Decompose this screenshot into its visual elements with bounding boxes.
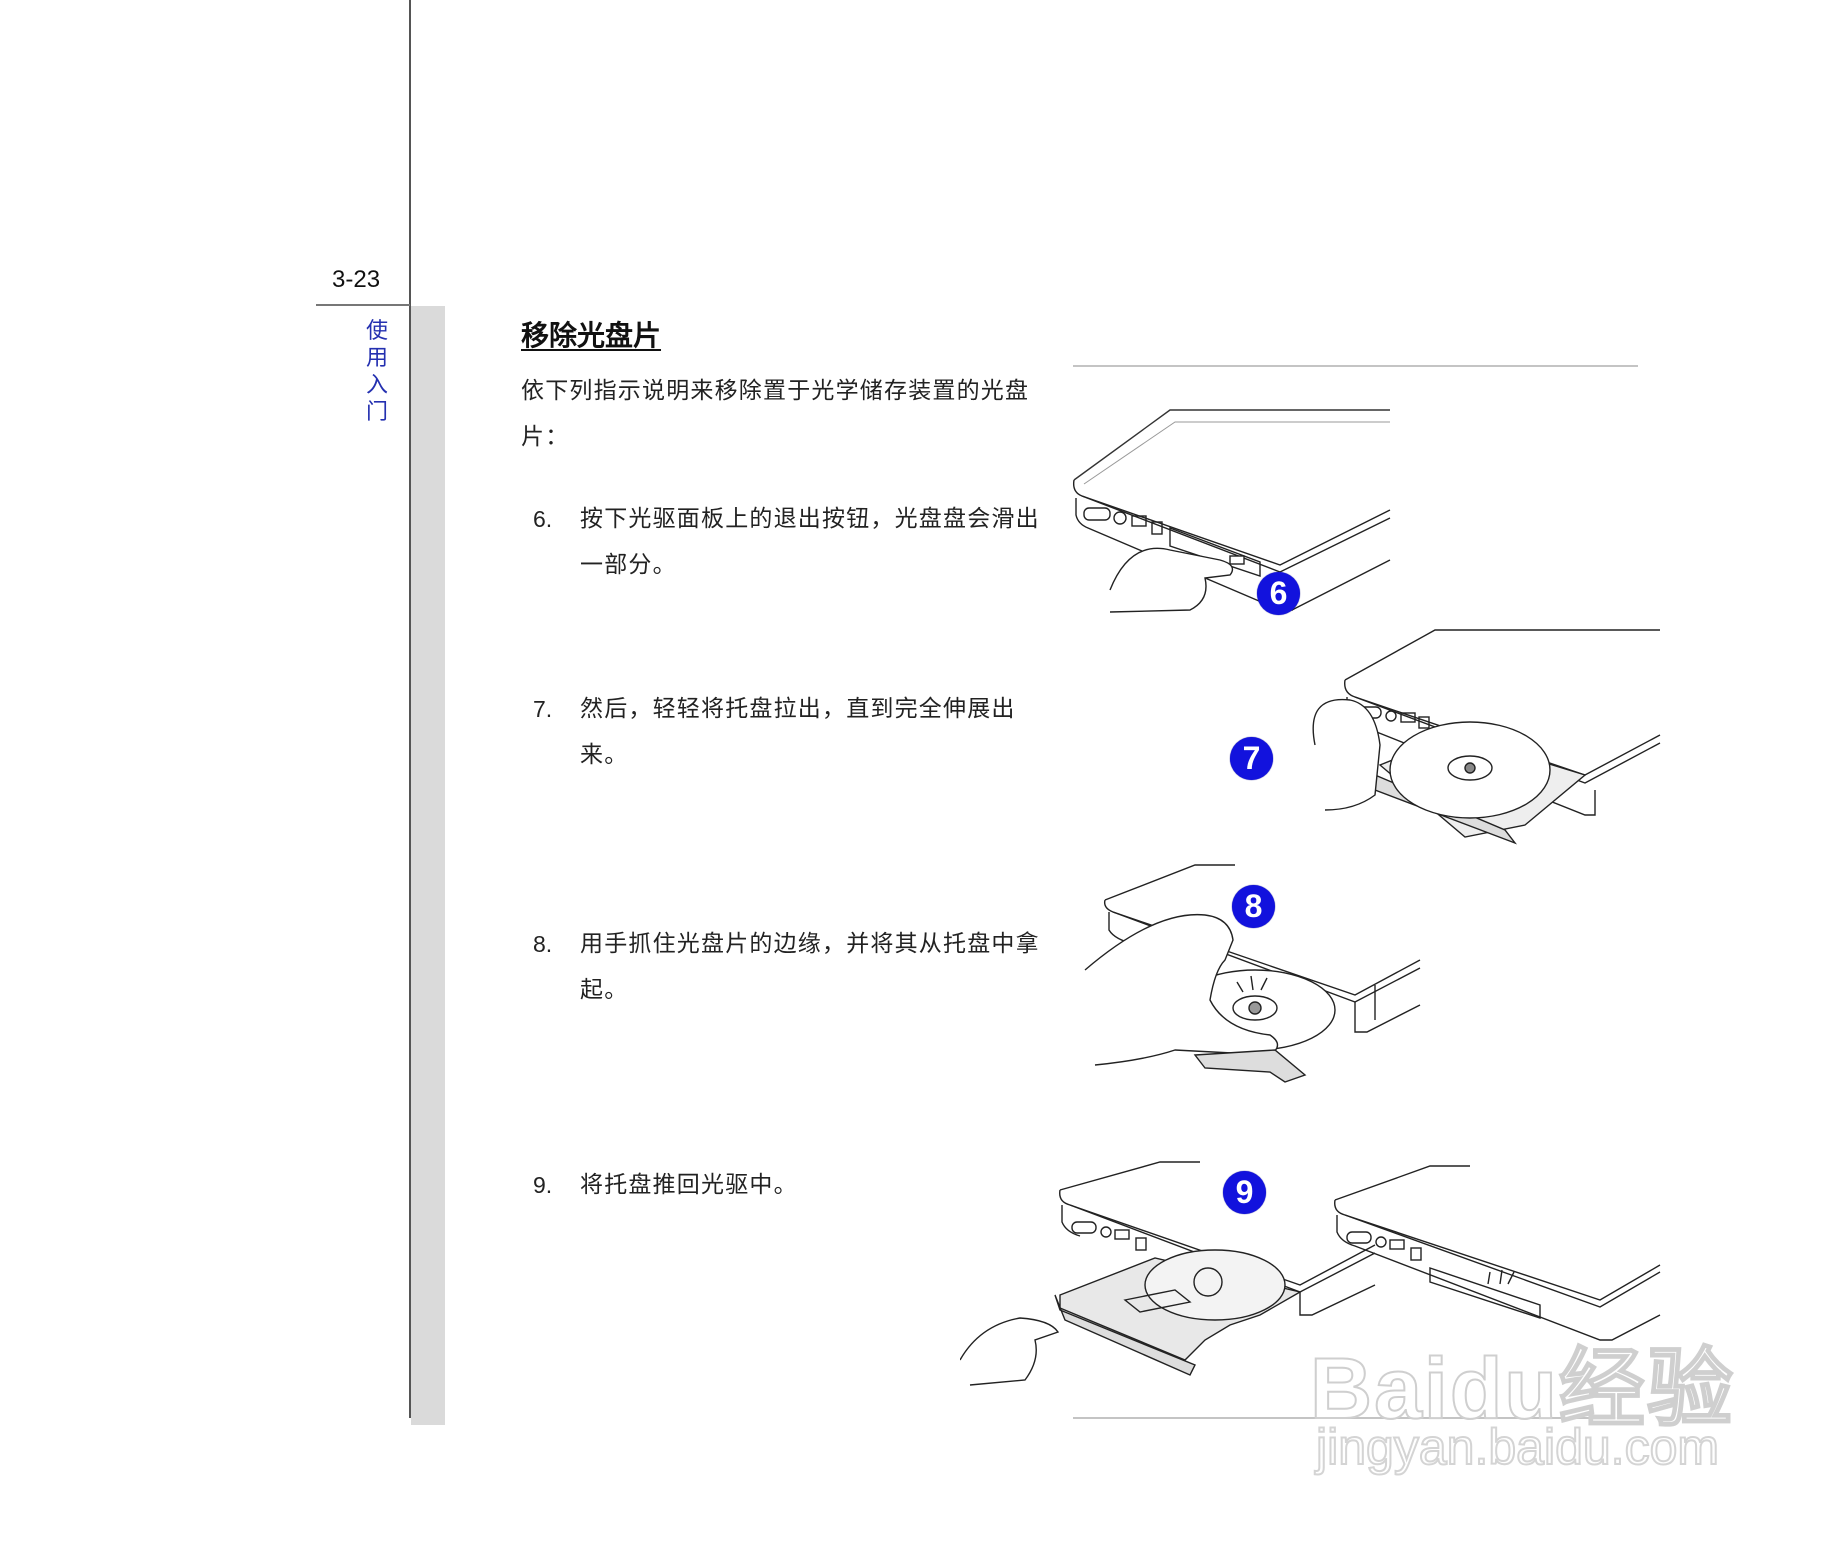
figure-bottom-rule (1073, 1417, 1638, 1419)
section-title: 移除光盘片 (521, 319, 662, 352)
chapter-label-vertical: 使 用 入 门 (364, 318, 390, 426)
step-text: 按下光驱面板上的退出按钮，光盘盘会滑出一部分。 (580, 506, 1040, 578)
laptop-tray-pull-illustration (1312, 629, 1661, 845)
chapter-char: 用 (365, 346, 388, 371)
step-number: 9. (533, 1172, 553, 1198)
step-badge-7: 7 (1230, 737, 1273, 780)
chapter-char: 入 (365, 373, 388, 398)
baidu-watermark-url: jingyan.baidu.com (1315, 1418, 1720, 1476)
step-text: 用手抓住光盘片的边缘，并将其从托盘中拿起。 (580, 931, 1040, 1003)
sidebar-gray-bar (411, 306, 445, 1425)
chapter-char: 使 (365, 319, 388, 344)
laptop-push-tray-illustration (960, 1161, 1661, 1386)
step-badge-8: 8 (1232, 885, 1275, 928)
step-number: 7. (533, 696, 553, 722)
page-number-underline (316, 304, 410, 306)
step-badge-6: 6 (1257, 572, 1300, 615)
page-number: 3-23 (332, 266, 381, 293)
step-number: 8. (533, 931, 553, 957)
section-intro: 依下列指示说明来移除置于光学储存装置的光盘片： (521, 378, 1030, 450)
figure-top-rule (1073, 365, 1638, 367)
step-text: 将托盘推回光驱中。 (580, 1172, 798, 1198)
step-text: 然后，轻轻将托盘拉出，直到完全伸展出来。 (580, 696, 1016, 768)
laptop-remove-disc-illustration (1084, 864, 1421, 1083)
step-badge-9: 9 (1223, 1171, 1266, 1214)
baidu-watermark-logo: Baidu经验 (1309, 1340, 1735, 1438)
chapter-char: 门 (365, 400, 388, 425)
margin-vertical-line (409, 0, 411, 1418)
step-number: 6. (533, 506, 553, 532)
laptop-eject-illustration (1072, 409, 1391, 613)
